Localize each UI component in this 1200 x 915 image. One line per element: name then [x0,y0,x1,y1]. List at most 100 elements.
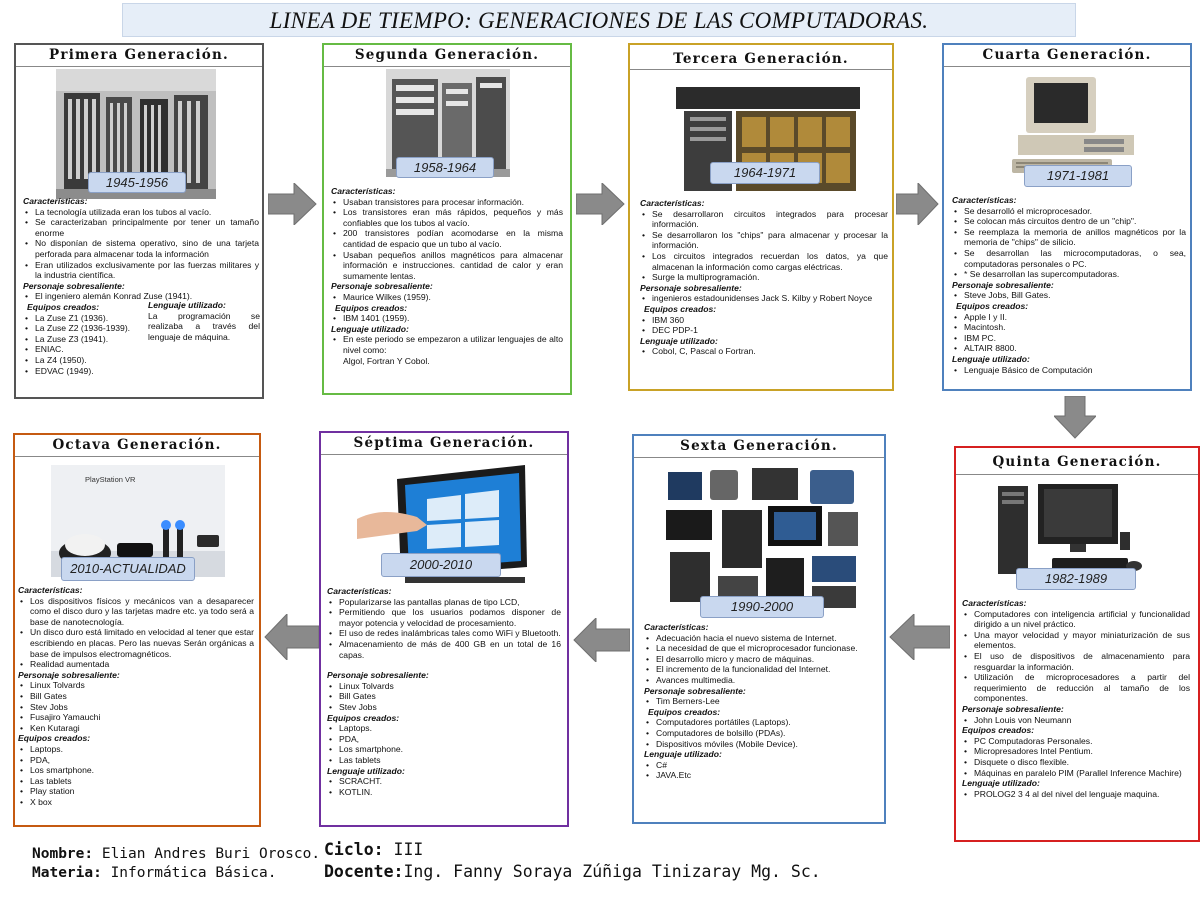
section-heading: Personaje sobresaliente: [327,670,429,681]
date-badge: 1964-1971 [710,162,820,184]
list-item: IBM 360 [642,315,888,326]
list-item: La Zuse Z2 (1936-1939). [25,323,150,334]
list-item: JAVA.Etc [646,770,880,781]
title-banner: LINEA DE TIEMPO: GENERACIONES DE LAS COM… [122,3,1076,37]
card-octava-generacion: Octava Generación. PlayStation VR 2010-A… [13,433,261,827]
list-item: Micropresadores Intel Pentium. [964,746,1190,757]
lenguaje-extra: Algol, Fortran Y Cobol. [343,355,430,366]
arrow-left-icon [573,618,630,662]
list-item: Usaban pequeños anillos magnéticos para … [333,250,563,282]
list-item: IBM PC. [954,333,1186,344]
divider [956,474,1198,475]
list-item: Play station [20,786,254,797]
list-item: C# [646,760,880,771]
list-item: Avances multimedia. [646,675,880,686]
list-item: KOTLIN. [329,787,561,798]
card-body: Características: Popularizarse las panta… [327,586,561,797]
list-item: La Zuse Z3 (1941). [25,334,150,345]
list-item: Popularizarse las pantallas planas de ti… [329,597,561,608]
section-heading: Lenguaje utilizado: [644,749,722,760]
arrow-left-icon [264,614,319,660]
list-item: Eran utilizados exclusivamente por las f… [25,260,259,281]
list-item: ALTAIR 8800. [954,343,1186,354]
list-item: Computadores con inteligencia artificial… [964,609,1190,630]
list-item: Linux Tolvards [329,681,561,692]
list-item: Se desarrollaron circuitos integrados pa… [642,209,888,230]
list-item: SCRACHT. [329,776,561,787]
devices-collage-photo [662,466,862,616]
list-item: El uso de redes inalámbricas tales como … [329,628,561,639]
section-heading: Características: [952,195,1017,205]
list-item: Computadores de bolsillo (PDAs). [646,728,880,739]
list-item: Macintosh. [954,322,1186,333]
section-heading: Características: [640,198,705,208]
list-item: Los smartphone. [20,765,254,776]
footer-materia: Materia: Informática Básica. [32,865,276,881]
playstation-vr-logo: PlayStation VR [85,475,136,484]
date-badge: 1958-1964 [396,157,494,178]
arrow-left-icon [889,614,950,660]
list-item: Máquinas en paralelo PIM (Parallel Infer… [964,768,1190,779]
section-heading: Características: [962,598,1027,608]
card-title: Sexta Generación. [680,438,838,454]
card-quinta-generacion: Quinta Generación. 1982-1989 Característ… [954,446,1200,842]
arrow-down-icon [1054,396,1096,439]
section-heading: Equipos creados: [18,733,91,744]
card-cuarta-generacion: Cuarta Generación. 1971-1981 Característ… [942,43,1192,391]
list-item: Ken Kutaragi [20,723,254,734]
card-body: Características: Los dispositivos físico… [18,585,254,807]
list-item: PDA, [329,734,561,745]
list-item: Una mayor velocidad y mayor miniaturizac… [964,630,1190,651]
section-heading: Equipos creados: [327,712,400,723]
lenguaje-aside: Lenguaje utilizado: La programación se r… [148,300,260,342]
divider [630,69,892,70]
card-body: Características: Se desarrollaron circui… [640,198,888,357]
list-item: ingenieros estadounidenses Jack S. Kilby… [642,293,888,304]
list-item: Computadores portátiles (Laptops). [646,717,880,728]
page-title: LINEA DE TIEMPO: GENERACIONES DE LAS COM… [269,8,929,33]
list-item: Almacenamiento de más de 400 GB en un to… [329,639,561,660]
section-heading: Equipos creados: [648,706,721,717]
list-item: John Louis von Neumann [964,715,1190,726]
section-heading: Características: [327,586,392,596]
list-item: Se colocan más circuitos dentro de un "c… [954,216,1186,227]
section-heading: Lenguaje utilizado: [148,300,226,310]
section-heading: Personaje sobresaliente: [952,279,1054,290]
list-item: Usaban transistores para procesar inform… [333,197,563,208]
list-item: Se desarrollaron los "chips" para almace… [642,230,888,251]
card-body: Características: Adecuación hacia el nue… [644,622,880,781]
divider [321,454,567,455]
list-item: Stev Jobs [329,702,561,713]
section-heading: Lenguaje utilizado: [640,335,718,346]
list-item: Apple I y II. [954,312,1186,323]
card-body: Características: Computadores con inteli… [962,598,1190,799]
card-title: Primera Generación. [49,47,229,63]
section-heading: Lenguaje utilizado: [331,323,409,334]
list-item: DEC PDP-1 [642,325,888,336]
divider [634,457,884,458]
footer-label: Materia: [32,865,102,881]
section-heading: Lenguaje utilizado: [952,353,1030,364]
list-item: Realidad aumentada [20,659,254,670]
list-item: La Z4 (1950). [25,355,150,366]
card-title: Segunda Generación. [354,47,540,63]
list-item: El desarrollo micro y macro de máquinas. [646,654,880,665]
list-item: Las tablets [329,755,561,766]
card-title: Cuarta Generación. [982,47,1152,63]
list-item: PDA, [20,755,254,766]
list-item: Laptops. [20,744,254,755]
list-item: Tim Berners-Lee [646,696,880,707]
list-item: Laptops. [329,723,561,734]
list-item: Linux Tolvards [20,680,254,691]
card-septima-generacion: Séptima Generación. 2000-2010 Caracterís… [319,431,569,827]
list-item: IBM 1401 (1959). [333,313,563,324]
list-item: Utilización de microprocesadores a parti… [964,672,1190,704]
list-item: X box [20,797,254,808]
list-item: El uso de dispositivos de almacenamiento… [964,651,1190,672]
card-title: Tercera Generación. [673,51,849,67]
list-caracteristicas: La tecnología utilizada eran los tubos a… [23,207,259,281]
card-body: Características: La tecnología utilizada… [23,196,259,376]
list-item: El ingeniero alemán Konrad Zuse (1941). [25,291,259,302]
section-heading: Equipos creados: [335,302,408,313]
list-item: * Se desarrollan las supercomputadoras. [954,269,1186,280]
